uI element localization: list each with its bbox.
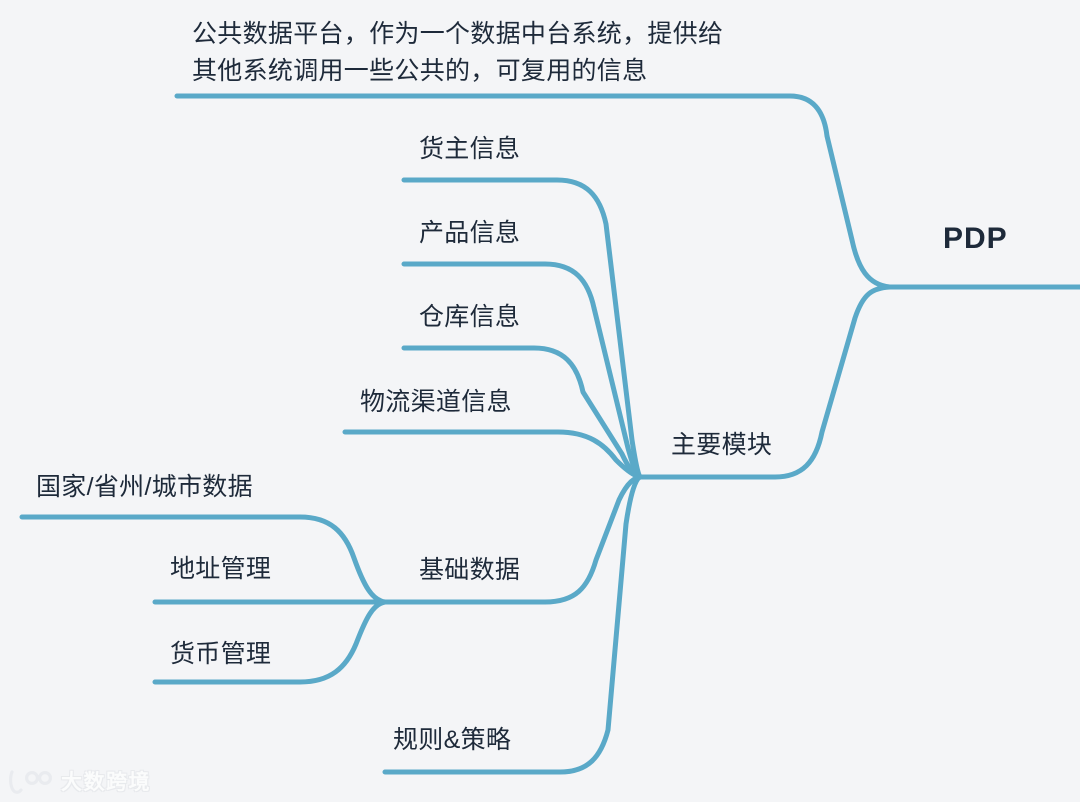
node-logistics-channel-info[interactable]: 物流渠道信息	[360, 388, 512, 416]
node-branch-rules-policies[interactable]: 规则&策略	[393, 726, 512, 754]
node-region-data[interactable]: 国家/省州/城市数据	[36, 473, 253, 501]
edge-main-hub-to-basic-data	[382, 474, 643, 605]
edge-root-to-title-note	[174, 93, 893, 290]
node-title-note[interactable]: 公共数据平台，作为一个数据中台系统，提供给 其他系统调用一些公共的，可复用的信息	[192, 20, 724, 85]
node-root-pdp[interactable]: PDP	[943, 222, 1008, 255]
branch-lines	[19, 93, 1080, 775]
node-branch-main-modules[interactable]: 主要模块	[671, 431, 773, 459]
edge-main-hub-to-rules-policies	[382, 474, 643, 775]
node-owner-info[interactable]: 货主信息	[419, 135, 521, 163]
node-currency-management[interactable]: 货币管理	[170, 640, 272, 668]
node-branch-basic-data[interactable]: 基础数据	[419, 556, 521, 584]
node-product-info[interactable]: 产品信息	[419, 219, 521, 247]
edge-basic-data-to-region-data	[19, 514, 388, 605]
edge-root-to-main-modules	[637, 284, 893, 480]
node-warehouse-info[interactable]: 仓库信息	[419, 303, 521, 331]
edge-main-modules-to-logistics-channel-info	[342, 429, 643, 480]
node-address-management[interactable]: 地址管理	[170, 555, 272, 583]
edge-basic-data-to-currency-management	[152, 599, 388, 685]
